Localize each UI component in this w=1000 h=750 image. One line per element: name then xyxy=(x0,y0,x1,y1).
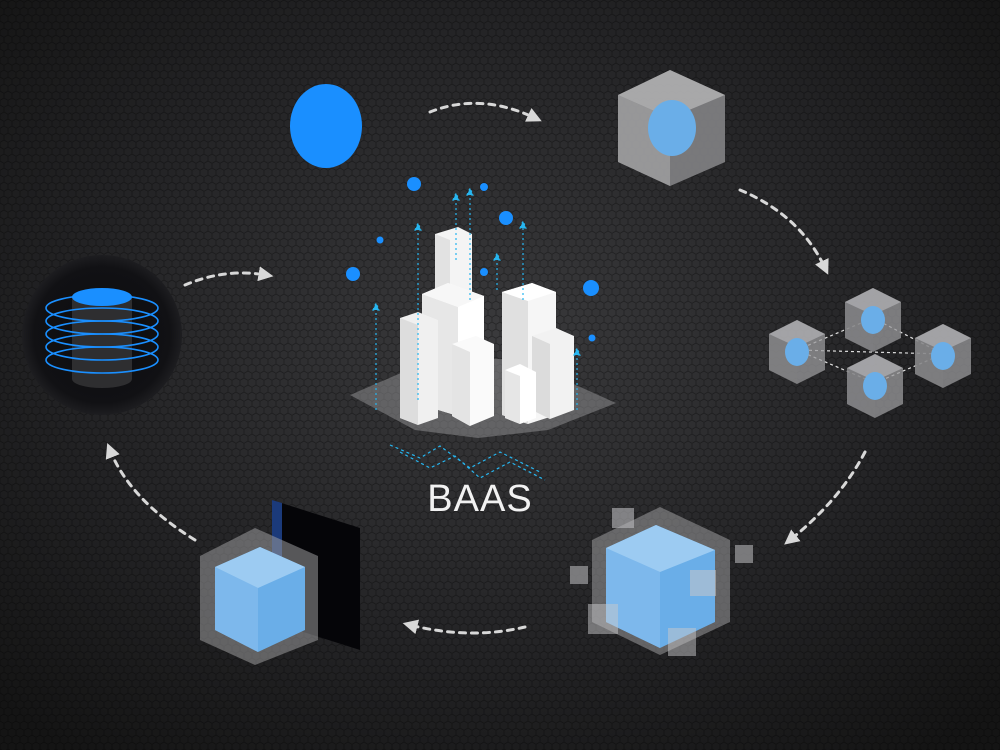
arrow-cluster-to-panel xyxy=(402,619,527,635)
large-cube-cluster-icon xyxy=(570,507,753,656)
arrow-panel-to-database xyxy=(105,443,197,542)
building-front-center xyxy=(452,336,494,426)
building-front-left xyxy=(400,312,438,425)
gray-cube-icon xyxy=(618,70,725,186)
network-node-left xyxy=(769,320,825,384)
building-right-front xyxy=(532,328,574,419)
data-dots xyxy=(346,177,599,342)
cube-network-icon xyxy=(769,288,971,418)
cycle-arrows xyxy=(105,101,867,635)
baas-label: BAAS xyxy=(427,478,533,520)
arrow-database-to-circle xyxy=(183,266,274,287)
network-node-top xyxy=(845,288,901,352)
network-node-right xyxy=(915,324,971,388)
arrow-circle-to-cube xyxy=(428,101,542,122)
building-small-front xyxy=(505,364,536,424)
arrow-network-to-cluster xyxy=(784,450,867,545)
arrow-cube-to-network xyxy=(738,188,829,275)
baas-center-illustration xyxy=(346,177,616,481)
cube-with-panel-icon xyxy=(200,500,360,665)
blue-circle-icon xyxy=(290,84,362,168)
network-node-bottom xyxy=(847,354,903,418)
data-pointers xyxy=(372,186,581,410)
database-icon xyxy=(22,255,182,415)
